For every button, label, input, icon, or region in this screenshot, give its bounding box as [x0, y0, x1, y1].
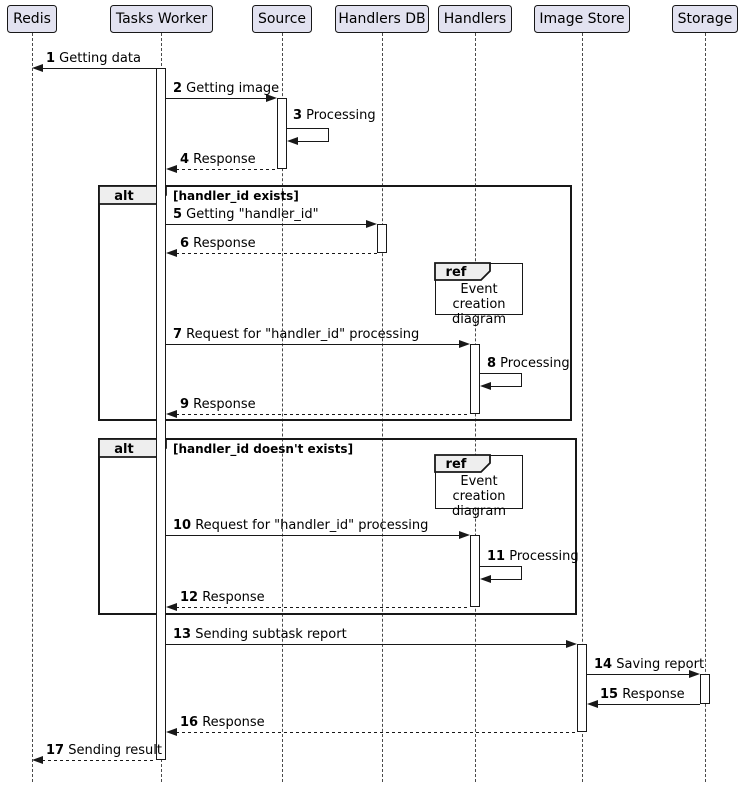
- message-line: [42, 68, 156, 69]
- lifeline-source: [282, 33, 283, 782]
- self-message-line: [490, 386, 522, 387]
- participant-box-storage: Storage: [672, 5, 738, 33]
- message-label: 11 Processing: [487, 549, 579, 564]
- message-label: 6 Response: [180, 236, 256, 251]
- ref-keyword-label: ref: [434, 454, 491, 473]
- message-label: 7 Request for "handler_id" processing: [173, 327, 420, 342]
- svg-text:ref: ref: [446, 265, 467, 280]
- message-arrowhead: [166, 249, 177, 257]
- message-arrowhead: [459, 531, 470, 539]
- message-label: 9 Response: [180, 397, 256, 412]
- self-message-arrowhead: [480, 575, 491, 583]
- lifeline-storage: [705, 33, 706, 782]
- message-arrowhead: [32, 64, 43, 72]
- self-message-line: [287, 128, 328, 129]
- message-line: [176, 253, 377, 254]
- message-arrowhead: [166, 603, 177, 611]
- message-arrowhead: [459, 340, 470, 348]
- self-message-arrowhead: [287, 137, 298, 145]
- activation-bar-handlers: [470, 344, 480, 414]
- participant-box-tasks-worker: Tasks Worker: [110, 5, 213, 33]
- activation-bar-image-store: [577, 644, 587, 732]
- lifeline-redis: [32, 33, 33, 782]
- message-label: 8 Processing: [487, 356, 570, 371]
- message-line: [176, 169, 277, 170]
- svg-text:ref: ref: [446, 457, 467, 472]
- message-arrowhead: [32, 756, 43, 764]
- self-message-line: [480, 566, 521, 567]
- alt-keyword-label: alt: [98, 438, 167, 458]
- participant-box-handlers: Handlers: [438, 5, 512, 33]
- activation-bar-storage: [700, 674, 710, 704]
- message-arrowhead: [566, 640, 577, 648]
- message-line: [176, 607, 470, 608]
- message-label: 16 Response: [180, 715, 265, 730]
- message-arrowhead: [689, 670, 700, 678]
- participant-box-source: Source: [252, 5, 312, 33]
- self-message-line: [490, 579, 522, 580]
- message-line: [176, 732, 577, 733]
- message-line: [597, 704, 700, 705]
- participant-box-redis: Redis: [7, 5, 57, 33]
- guard-label: [handler_id exists]: [173, 189, 299, 203]
- activation-bar-tasks-worker: [156, 68, 166, 760]
- message-arrowhead: [266, 94, 277, 102]
- message-line: [42, 760, 156, 761]
- message-label: 2 Getting image: [173, 81, 280, 96]
- self-message-line: [521, 566, 522, 579]
- message-label: 12 Response: [180, 590, 265, 605]
- message-label: 10 Request for "handler_id" processing: [173, 518, 429, 533]
- self-message-line: [297, 141, 329, 142]
- self-message-line: [480, 373, 521, 374]
- message-line: [166, 224, 367, 225]
- svg-text:alt: alt: [114, 189, 133, 204]
- message-label: 4 Response: [180, 152, 256, 167]
- message-line: [166, 344, 460, 345]
- self-message-arrowhead: [480, 382, 491, 390]
- message-label: 14 Saving report: [594, 657, 705, 672]
- message-arrowhead: [166, 410, 177, 418]
- svg-text:alt: alt: [114, 442, 133, 457]
- activation-bar-source: [277, 98, 287, 169]
- lifeline-image-store: [582, 33, 583, 782]
- alt-fragment: alt: [98, 438, 577, 615]
- message-line: [166, 535, 460, 536]
- message-label: 17 Sending result: [46, 743, 162, 758]
- activation-bar-handlers-db: [377, 224, 387, 253]
- message-line: [587, 674, 690, 675]
- message-arrowhead: [366, 220, 377, 228]
- message-arrowhead: [587, 700, 598, 708]
- guard-label: [handler_id doesn't exists]: [173, 442, 354, 456]
- message-line: [166, 644, 567, 645]
- participant-box-handlers-db: Handlers DB: [335, 5, 429, 33]
- message-arrowhead: [166, 728, 177, 736]
- message-label: 1 Getting data: [46, 51, 141, 66]
- message-label: 13 Sending subtask report: [173, 627, 347, 642]
- ref-keyword-label: ref: [434, 262, 491, 281]
- lifeline-handlers-db: [382, 33, 383, 782]
- message-line: [176, 414, 470, 415]
- message-arrowhead: [166, 165, 177, 173]
- participant-box-image-store: Image Store: [534, 5, 630, 33]
- self-message-line: [521, 373, 522, 386]
- message-label: 5 Getting "handler_id": [173, 207, 319, 222]
- message-label: 15 Response: [600, 687, 685, 702]
- message-line: [166, 98, 267, 99]
- message-label: 3 Processing: [293, 108, 376, 123]
- self-message-line: [328, 128, 329, 141]
- activation-bar-handlers: [470, 535, 480, 607]
